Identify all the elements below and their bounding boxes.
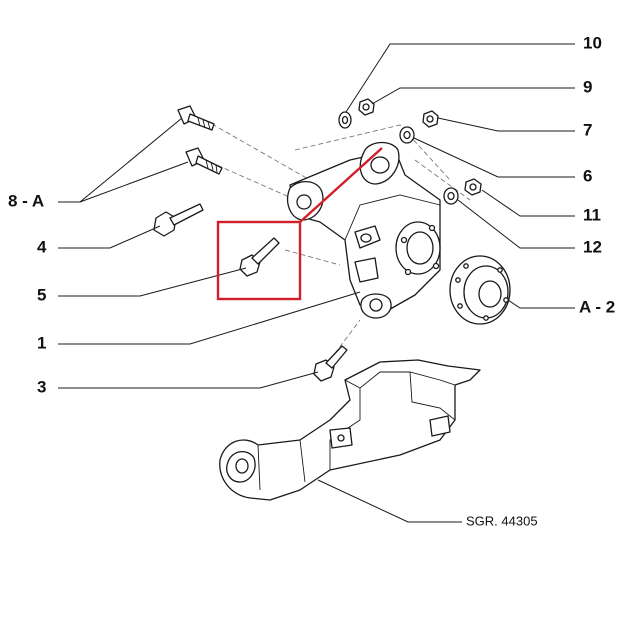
callout-4: 4: [37, 237, 47, 256]
trailing-arm: [219, 359, 481, 501]
nut-7: [422, 110, 439, 128]
highlight-marker: [216, 147, 383, 301]
bolt-4: [153, 203, 204, 237]
steering-knuckle: [287, 141, 441, 319]
nut-11: [464, 178, 482, 196]
washer-6: [399, 126, 415, 144]
callout-7: 7: [583, 120, 592, 139]
highlight-pointer-line: [299, 147, 383, 223]
callout-11: 11: [583, 205, 601, 224]
callout-3: 3: [37, 377, 46, 396]
callout-8a: 8 - A: [8, 191, 44, 210]
callout-12: 12: [583, 237, 602, 256]
nut-9: [358, 98, 375, 116]
washer-12: [443, 187, 459, 205]
washer-10: [338, 111, 352, 129]
callout-10: 10: [583, 33, 602, 52]
wheel-hub: [449, 255, 511, 325]
bolt-8a-upper: [177, 105, 215, 131]
highlight-box: [216, 220, 302, 301]
callout-1: 1: [37, 333, 46, 352]
callout-6: 6: [583, 166, 592, 185]
bolt-5: [239, 237, 280, 277]
bolt-3: [313, 345, 348, 382]
leader-lines: [58, 43, 575, 523]
callout-a2: A - 2: [579, 297, 615, 316]
bolt-8a-lower: [185, 147, 223, 175]
callout-5: 5: [37, 285, 46, 304]
assembly-axes: [204, 119, 471, 361]
callout-9: 9: [583, 77, 592, 96]
reference-code: SGR. 44305: [466, 513, 538, 528]
